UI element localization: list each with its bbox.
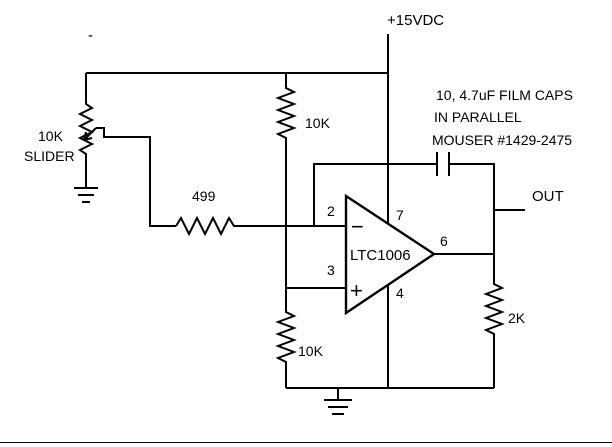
resistor-10k-bottom-label: 10K xyxy=(298,343,324,359)
pin-7-label: 7 xyxy=(396,207,404,223)
resistor-499 xyxy=(175,215,346,237)
film-capacitor xyxy=(436,152,450,176)
resistor-10k-bottom xyxy=(275,288,297,388)
resistor-2k-label: 2K xyxy=(508,310,526,326)
slider-wiper-arrow xyxy=(83,127,97,141)
opamp-part-label: LTC1006 xyxy=(350,247,411,264)
opamp-noninverting-sign: + xyxy=(350,278,363,303)
slider-name-label: SLIDER xyxy=(24,148,75,164)
slider-potentiometer xyxy=(77,73,95,188)
pin-3-label: 3 xyxy=(327,262,335,278)
opamp-ltc1006 xyxy=(344,193,437,316)
page-bottom-border xyxy=(0,442,612,443)
cap-note-line-3: MOUSER #1429-2475 xyxy=(432,132,572,148)
opamp-inverting-sign: − xyxy=(351,214,364,239)
resistor-10k-top-label: 10K xyxy=(305,115,331,131)
pin-6-label: 6 xyxy=(440,233,448,249)
ground-symbol-left xyxy=(74,187,98,203)
pin-4-label: 4 xyxy=(396,285,404,301)
output-label: OUT xyxy=(532,188,564,205)
wiper-wire xyxy=(96,127,176,227)
resistor-10k-top xyxy=(275,73,297,288)
cap-note-line-1: 10, 4.7uF FILM CAPS xyxy=(436,87,573,103)
supply-label: +15VDC xyxy=(387,12,444,29)
slider-value-label: 10K xyxy=(38,128,64,144)
stray-mark: - xyxy=(88,27,93,44)
resistor-499-label: 499 xyxy=(192,188,216,204)
cap-note-line-2: IN PARALLEL xyxy=(434,109,522,125)
output-wire xyxy=(434,209,525,255)
resistor-2k xyxy=(483,254,505,388)
feedback-wire xyxy=(313,163,495,254)
ground-symbol-bottom xyxy=(324,399,352,415)
pin-2-label: 2 xyxy=(327,203,335,219)
